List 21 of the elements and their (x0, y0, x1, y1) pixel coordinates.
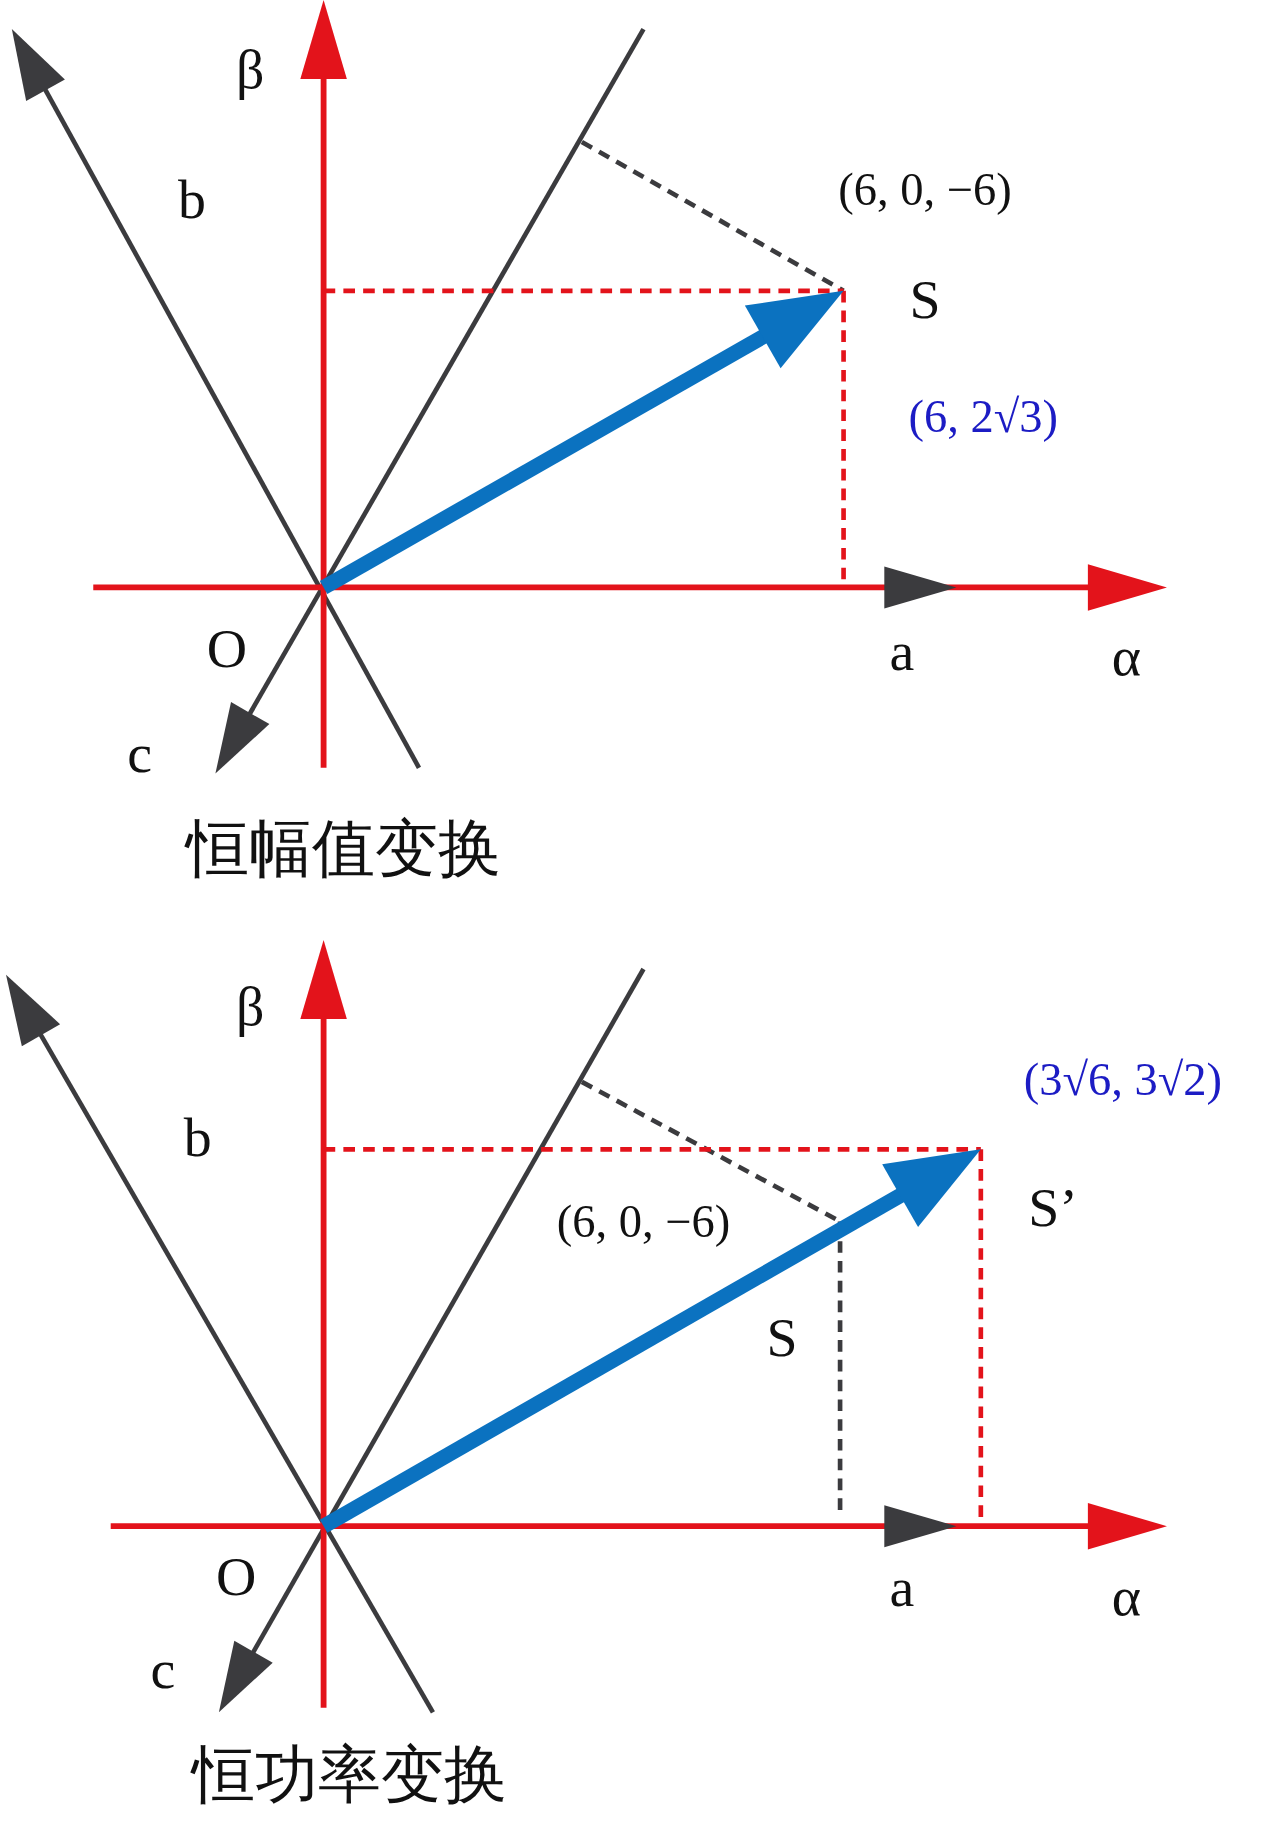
axis-label: S’ (1028, 1179, 1078, 1236)
caption: 恒幅值变换 (185, 818, 501, 881)
axis-label: α (1111, 629, 1141, 686)
caption: 恒功率变换 (191, 1743, 507, 1806)
axis-label: β (235, 41, 265, 98)
coordinate-label: (6, 2√3) (908, 393, 1059, 440)
axis-label: b (178, 172, 206, 229)
axis-label: a (889, 1560, 915, 1617)
axis-label: α (1111, 1568, 1141, 1625)
axis-label: β (235, 978, 265, 1035)
axis-label: S (766, 1310, 798, 1367)
axis-label: c (127, 726, 152, 782)
axis-label: b (183, 1110, 212, 1166)
axis-label: S (909, 272, 941, 329)
axis-label: (6, 0, −6) (556, 1198, 731, 1246)
axis-label: O (216, 1548, 257, 1605)
axis-label: a (889, 623, 915, 680)
axis-label: (6, 0, −6) (838, 166, 1012, 213)
axis-label: c (150, 1641, 176, 1698)
axis-label: O (206, 621, 248, 678)
coordinate-label: (3√6, 3√2) (1023, 1056, 1223, 1104)
